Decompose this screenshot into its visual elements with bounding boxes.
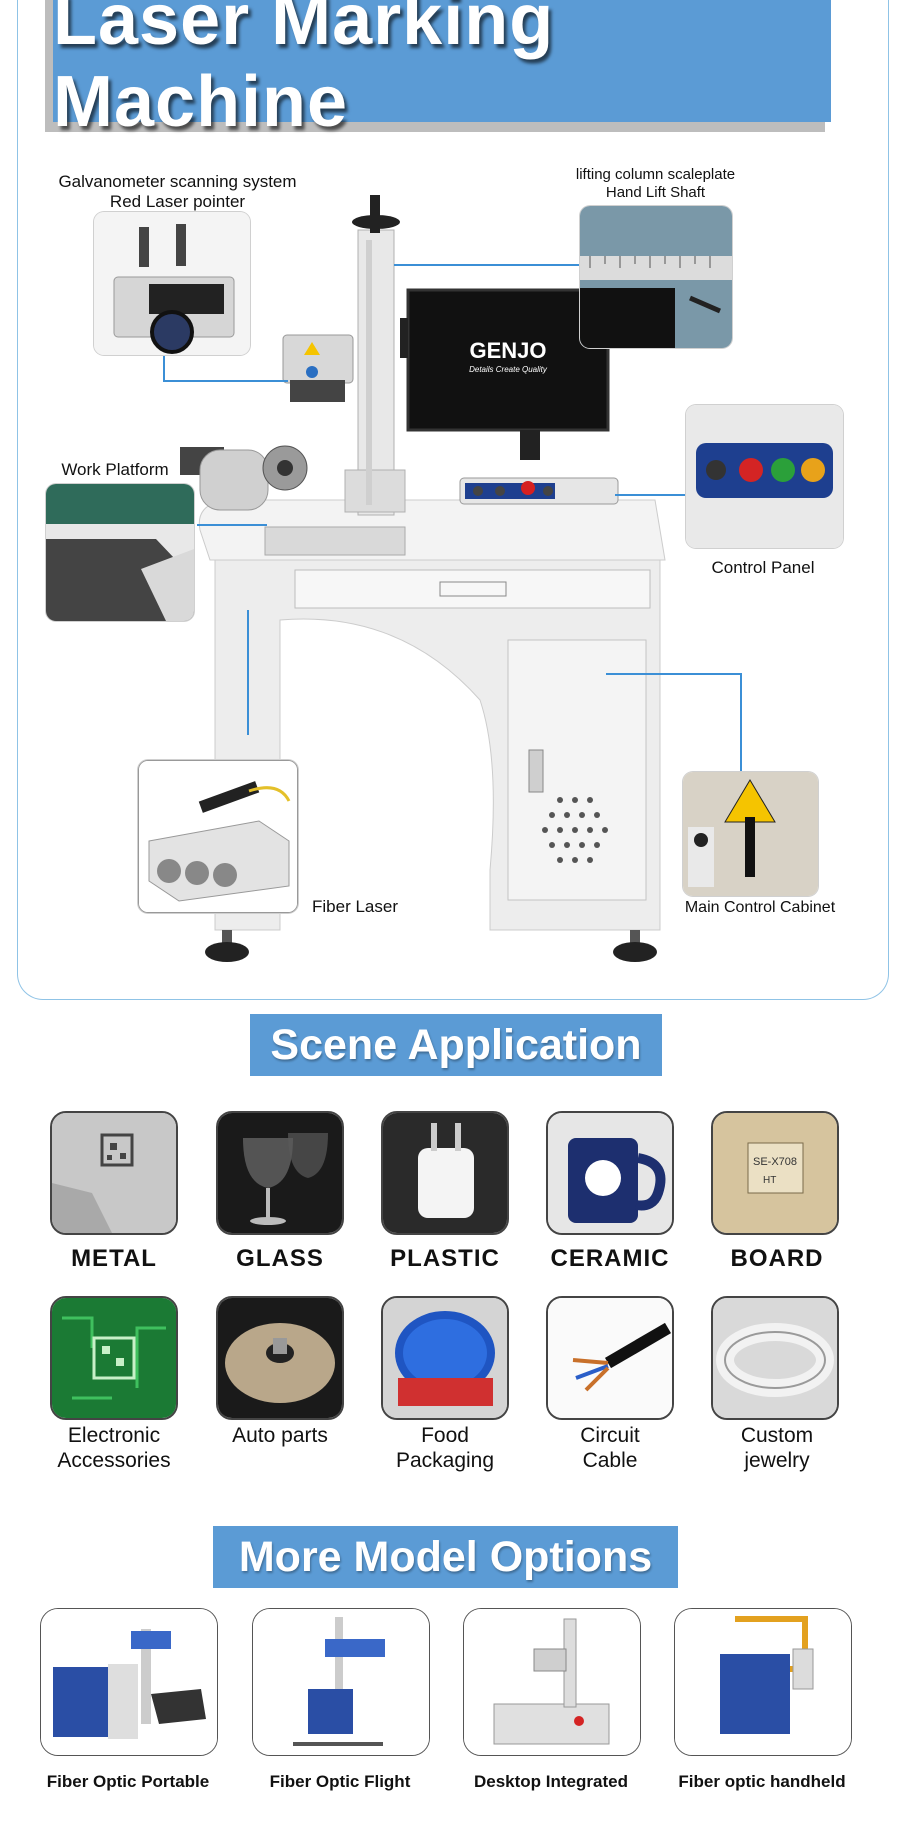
- connector-lifting: [394, 264, 579, 266]
- thumb-control-panel: [686, 405, 843, 548]
- plastic-image: [383, 1113, 507, 1233]
- cable-image: [548, 1298, 672, 1418]
- thumb-work-platform: [46, 484, 194, 621]
- caption-glass: GLASS: [236, 1245, 324, 1272]
- tile-ceramic: [546, 1111, 674, 1235]
- label-lifting-line1: lifting column scaleplate: [575, 166, 736, 183]
- control-panel-image: [686, 405, 843, 548]
- tile-metal: [50, 1111, 178, 1235]
- caption-cable: Circuit Cable: [580, 1424, 640, 1472]
- label-galvanometer-line1: Galvanometer scanning system: [58, 172, 297, 191]
- label-fiber-laser: Fiber Laser: [312, 897, 398, 916]
- auto-parts-image: [218, 1298, 342, 1418]
- model-card-handheld[interactable]: [674, 1608, 852, 1756]
- model-card-portable[interactable]: [40, 1608, 218, 1756]
- ceramic-image: [548, 1113, 672, 1233]
- model-caption-portable: Fiber Optic Portable: [46, 1772, 210, 1791]
- brand-tagline: Details Create Quality: [469, 365, 548, 374]
- flight-model-image: [253, 1609, 429, 1755]
- galvanometer-image: [94, 212, 250, 355]
- label-galvanometer: Galvanometer scanning system Red Laser p…: [35, 172, 320, 212]
- connector-platform: [197, 524, 267, 526]
- models-banner: More Model Options: [213, 1526, 678, 1588]
- scene-title: Scene Application: [270, 1020, 642, 1069]
- model-card-desktop[interactable]: [463, 1608, 641, 1756]
- label-lifting: lifting column scaleplate Hand Lift Shaf…: [548, 166, 763, 202]
- model-caption-handheld: Fiber optic handheld: [678, 1772, 846, 1791]
- tile-food: [381, 1296, 509, 1420]
- label-main-cabinet: Main Control Cabinet: [684, 899, 836, 916]
- thumb-galvanometer: [94, 212, 250, 355]
- page-title: Laser Marking Machine: [53, 0, 555, 142]
- label-work-platform: Work Platform: [61, 460, 169, 479]
- work-platform-image: [46, 484, 194, 621]
- portable-model-image: [41, 1609, 217, 1755]
- models-title: More Model Options: [238, 1532, 653, 1581]
- thumb-lifting: [580, 206, 732, 348]
- thumb-fiber-laser: [138, 760, 298, 913]
- model-caption-flight: Fiber Optic Flight: [269, 1772, 411, 1791]
- connector-galvo: [163, 380, 288, 382]
- tile-cable: [546, 1296, 674, 1420]
- tile-electronic: [50, 1296, 178, 1420]
- caption-ceramic: CERAMIC: [550, 1245, 670, 1272]
- fiber-laser-image: [139, 761, 297, 912]
- caption-plastic: PLASTIC: [390, 1245, 500, 1272]
- svg-text:SE-X708: SE-X708: [753, 1156, 797, 1168]
- caption-metal: METAL: [71, 1245, 157, 1272]
- label-control-panel: Control Panel: [711, 558, 815, 577]
- handheld-model-image: [675, 1609, 851, 1755]
- connector-control: [615, 494, 692, 496]
- lifting-shaft-image: [580, 206, 732, 348]
- thumb-main-cabinet: [683, 772, 818, 896]
- connector-galvo-v: [163, 355, 165, 382]
- svg-text:HT: HT: [763, 1175, 776, 1186]
- machine-frame: [17, 0, 889, 1000]
- food-image: [383, 1298, 507, 1418]
- caption-jewelry: Custom jewelry: [740, 1424, 814, 1472]
- connector-cabinet-v: [740, 673, 742, 773]
- caption-auto-parts: Auto parts: [232, 1424, 328, 1447]
- glass-image: [218, 1113, 342, 1233]
- jewelry-image: [713, 1298, 837, 1418]
- tile-auto-parts: [216, 1296, 344, 1420]
- machine-illustration: GENJO Details Create Quality: [180, 195, 666, 962]
- model-caption-desktop: Desktop Integrated: [474, 1772, 628, 1791]
- scene-banner: Scene Application: [250, 1014, 662, 1076]
- caption-food: Food Packaging: [395, 1424, 495, 1472]
- label-lifting-line2: Hand Lift Shaft: [605, 184, 706, 201]
- label-galvanometer-line2: Red Laser pointer: [109, 192, 246, 211]
- main-cabinet-image: [683, 772, 818, 896]
- caption-electronic: Electronic Accessories: [57, 1424, 171, 1472]
- title-banner: Laser Marking Machine: [53, 0, 831, 142]
- metal-image: [52, 1113, 176, 1233]
- connector-cabinet: [606, 673, 742, 675]
- tile-jewelry: [711, 1296, 839, 1420]
- model-card-flight[interactable]: [252, 1608, 430, 1756]
- caption-board: BOARD: [730, 1245, 824, 1272]
- tile-plastic: [381, 1111, 509, 1235]
- connector-fiber: [247, 610, 249, 735]
- desktop-model-image: [464, 1609, 640, 1755]
- electronic-image: [52, 1298, 176, 1418]
- brand-logo: GENJO: [469, 338, 546, 363]
- tile-glass: [216, 1111, 344, 1235]
